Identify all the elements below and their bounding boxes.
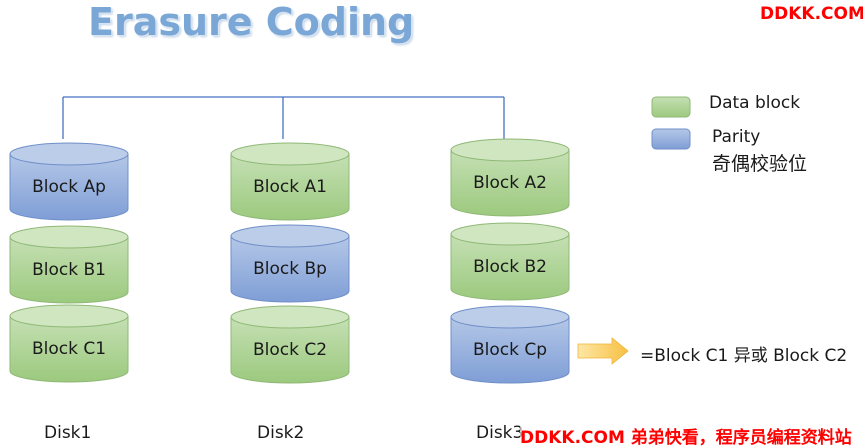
cylinders [9, 138, 570, 384]
legend-data-swatch [651, 96, 691, 118]
block-label-2-3: Block C2 [252, 340, 328, 360]
cylinder-2-3 [230, 305, 350, 384]
block-label-1-3: Block C1 [31, 339, 107, 359]
disk-label-1: Disk1 [44, 423, 92, 443]
page-title: Erasure Coding [88, 0, 415, 44]
legend-parity-swatch [651, 128, 691, 150]
cylinder-1-3 [9, 304, 129, 383]
legend-parity-sublabel: 奇偶校验位 [712, 153, 808, 175]
block-label-2-2: Block Bp [253, 259, 327, 279]
connector-lines [62, 96, 505, 145]
block-label-1-1: Block Ap [32, 177, 106, 197]
legend-data-label: Data block [709, 93, 801, 113]
block-label-3-1: Block A2 [473, 173, 547, 193]
block-label-3-3: Block Cp [472, 340, 548, 360]
cylinder-3-2 [450, 222, 570, 301]
arrow-icon [577, 337, 629, 365]
cylinder-2-2 [230, 224, 350, 303]
watermark-bottom: DDKK.COM 弟弟快看，程序员编程资料站 [520, 423, 852, 448]
block-label-1-2: Block B1 [32, 260, 106, 280]
watermark-top: DDKK.COM [760, 4, 863, 24]
cylinder-1-1 [9, 142, 129, 221]
legend-parity-label: Parity [712, 127, 761, 147]
cylinder-3-1 [450, 138, 570, 217]
cylinder-1-2 [9, 225, 129, 304]
cylinder-2-1 [230, 142, 350, 221]
xor-formula: =Block C1 异或 Block C2 [640, 346, 848, 366]
disk-label-3: Disk3 [476, 423, 524, 443]
disk-label-2: Disk2 [257, 423, 305, 443]
block-label-2-1: Block A1 [253, 177, 327, 197]
cylinder-3-3 [450, 305, 570, 384]
block-label-3-2: Block B2 [473, 257, 547, 277]
